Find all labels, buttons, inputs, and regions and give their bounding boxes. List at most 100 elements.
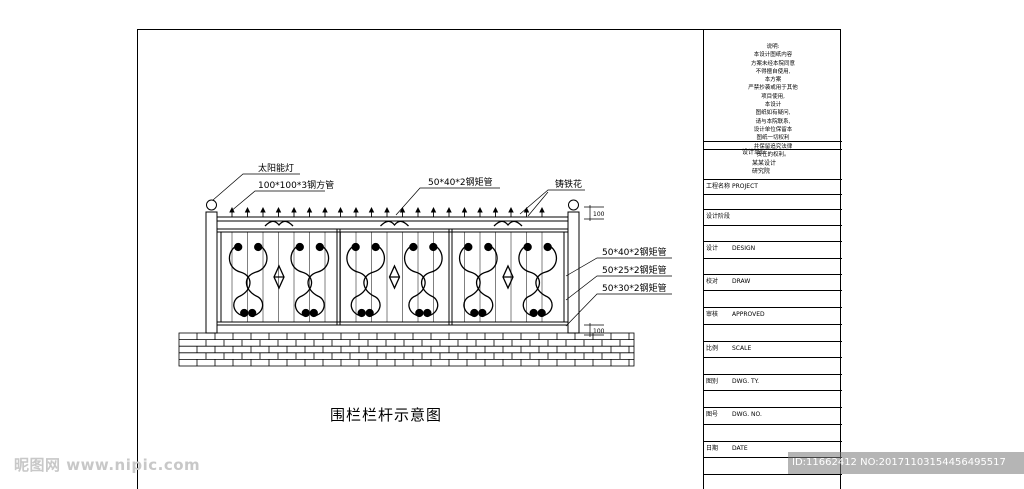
- scroll-curve: [228, 244, 251, 317]
- scroll-ball: [248, 308, 257, 318]
- spear-tip: [260, 206, 266, 213]
- title-block-row-label: 校对: [706, 278, 719, 285]
- title-block-note-line: 本方案: [764, 77, 782, 84]
- scroll-ball: [537, 308, 546, 318]
- title-block-divider: [704, 149, 842, 150]
- title-block-subdivider: [704, 225, 842, 226]
- label-cast-flower: 铸铁花: [555, 178, 582, 190]
- design-unit-label: 设计单位: [742, 149, 767, 156]
- fence-pickets: [229, 206, 545, 322]
- spear-tip: [353, 206, 359, 213]
- title-block-row-label: 审核: [706, 311, 719, 318]
- scroll-ball: [409, 242, 418, 252]
- spear-tip: [337, 206, 344, 213]
- scroll-ball: [415, 308, 424, 318]
- drawing-caption: 围栏栏杆示意图: [330, 406, 443, 424]
- title-block-row-value: PROJECT: [732, 183, 758, 190]
- scroll-curve: [475, 244, 498, 317]
- spear-tip: [492, 206, 499, 213]
- scroll-ball: [301, 308, 310, 318]
- title-block-row-label: 图号: [706, 411, 719, 418]
- spear-tip: [399, 206, 406, 213]
- title-block-subdivider: [704, 357, 842, 358]
- title-block-row-value: DRAW: [732, 278, 751, 285]
- title-block-divider: [704, 209, 842, 210]
- spear-tip: [244, 206, 251, 213]
- title-block-note-line: 设计单位保留本: [753, 126, 793, 133]
- title-block-note-line: 本设计图纸内容: [753, 52, 793, 59]
- title-block-divider: [704, 274, 842, 275]
- title-block-note-line: 本设计: [764, 102, 782, 109]
- fence-posts: [205, 199, 580, 334]
- title-block-row-value: DWG. NO.: [732, 411, 762, 418]
- title-block-subdivider: [704, 390, 842, 391]
- title-block-divider: [704, 407, 842, 408]
- leader-lines: [212, 173, 672, 327]
- title-block: 说明:本设计图纸内容方案未经本院同意不得擅自使用,本方案严禁抄袭或用于其他项目使…: [703, 29, 842, 489]
- spear-tip: [523, 206, 530, 213]
- label-post-tube: 100*100*3钢方管: [258, 179, 334, 191]
- spear-tip: [306, 206, 313, 213]
- scroll-ball: [371, 242, 380, 252]
- scroll-curve: [346, 244, 369, 317]
- spear-tip: [539, 206, 545, 213]
- title-block-row-label: 设计: [706, 245, 719, 252]
- scroll-curve: [245, 244, 268, 317]
- center-diamond: [502, 264, 514, 290]
- spear-tip: [415, 206, 421, 213]
- title-block-subdivider: [704, 258, 842, 259]
- title-block-divider: [704, 441, 842, 442]
- spear-tip: [384, 206, 390, 213]
- scroll-ball: [315, 242, 324, 252]
- scroll-curve: [420, 244, 443, 317]
- spear-tip: [430, 206, 437, 213]
- title-block-row-label: 日期: [706, 445, 719, 452]
- title-block-divider: [704, 141, 842, 142]
- top-flourish: [264, 220, 294, 227]
- title-block-row-value: DESIGN: [732, 245, 756, 252]
- title-block-note-line: 请与本院联系,: [755, 118, 791, 125]
- scroll-curve: [535, 244, 558, 317]
- fence-elevation-drawing: 100 100 太阳能灯 100*100*3钢方管 50*40*2钢矩管 铸铁花…: [178, 162, 672, 367]
- scroll-ball: [365, 308, 374, 318]
- title-block-row-label: 图别: [706, 378, 719, 385]
- title-block-divider: [704, 374, 842, 375]
- scroll-ball: [240, 308, 249, 318]
- scroll-curve: [363, 244, 386, 317]
- title-block-note-line: 责任的权利。: [756, 151, 790, 158]
- scroll-ball: [478, 308, 487, 318]
- scroll-ornament: [346, 242, 386, 318]
- scroll-ball: [295, 242, 304, 252]
- spear-tip: [461, 206, 468, 213]
- title-block-row-value: APPROVED: [732, 311, 765, 318]
- title-block-divider: [704, 341, 842, 342]
- title-block-note-line: 方案未经本院同意: [750, 60, 795, 67]
- title-block-note-line: 并保留追究法律: [753, 143, 793, 150]
- design-unit-name-2: 研究院: [752, 168, 771, 175]
- title-block-note-line: 项目使用,: [761, 93, 785, 100]
- brick-base: [178, 332, 635, 367]
- scroll-ball: [523, 242, 532, 252]
- scroll-ornament: [228, 242, 268, 318]
- scroll-ball: [357, 308, 366, 318]
- title-block-divider: [704, 179, 842, 180]
- scroll-ball: [351, 242, 360, 252]
- title-block-note-line: 说明:: [766, 44, 780, 50]
- scroll-ball: [529, 308, 538, 318]
- scroll-ball: [423, 308, 432, 318]
- spear-tip: [275, 206, 282, 213]
- title-block-divider: [704, 241, 842, 242]
- scroll-ball: [484, 242, 493, 252]
- title-block-row-value: DATE: [732, 445, 748, 452]
- label-top-rail: 50*40*2钢矩管: [428, 176, 493, 188]
- design-unit-name: 某某设计: [752, 160, 777, 167]
- title-block-row-label: 工程名称: [706, 183, 731, 190]
- scroll-ball: [470, 308, 479, 318]
- drawing-sheet: [137, 29, 841, 489]
- label-rail-2: 50*25*2钢矩管: [602, 264, 667, 276]
- scroll-curve: [518, 244, 541, 317]
- spear-tip: [446, 206, 452, 213]
- spear-tip: [368, 206, 375, 213]
- title-block-row-label: 设计阶段: [706, 213, 731, 220]
- title-block-subdivider: [704, 457, 842, 458]
